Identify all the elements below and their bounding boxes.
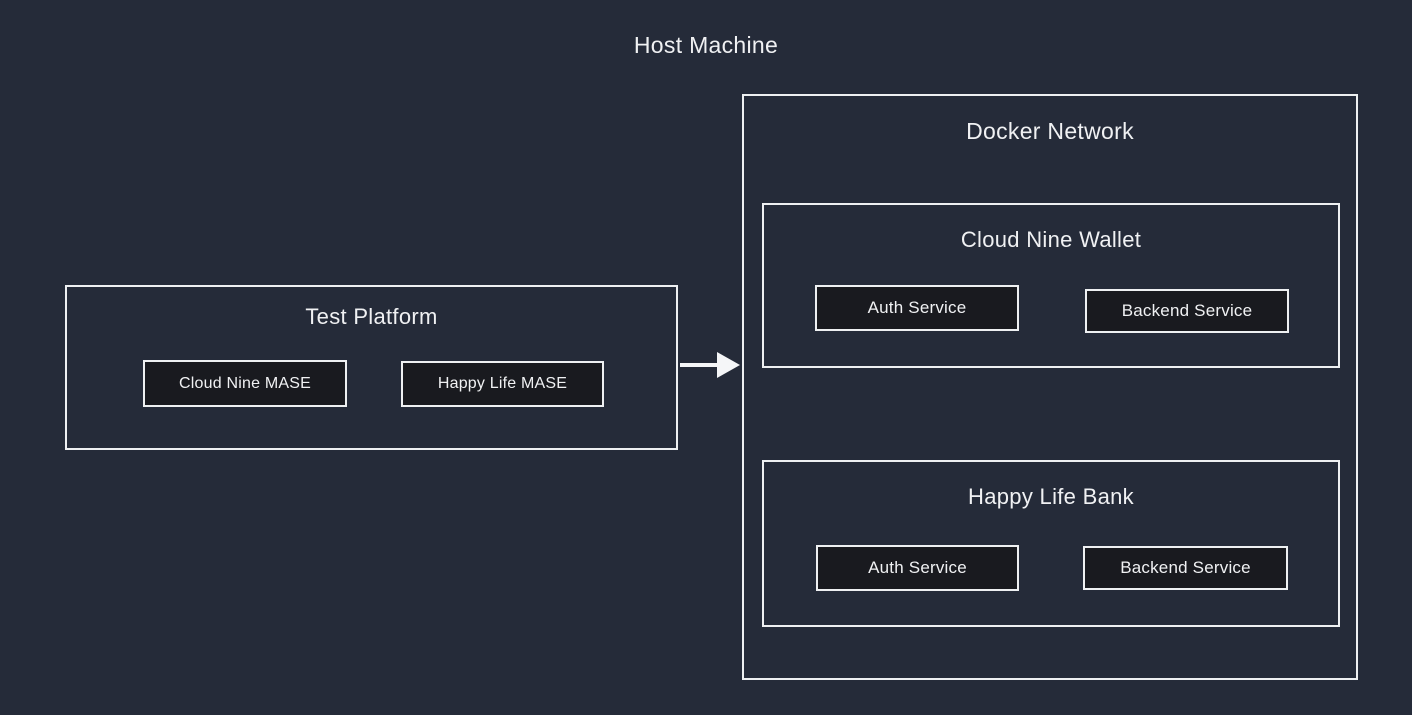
cloud-nine-mase-box: Cloud Nine MASE xyxy=(143,360,347,407)
happy-life-bank-title: Happy Life Bank xyxy=(968,484,1134,509)
test-platform-box: Test Platform Cloud Nine MASE Happy Life… xyxy=(65,285,678,450)
docker-network-title: Docker Network xyxy=(966,118,1134,144)
cloud-nine-wallet-box: Cloud Nine Wallet Auth Service Backend S… xyxy=(762,203,1340,368)
happy-life-mase-box: Happy Life MASE xyxy=(401,361,604,407)
happy-life-bank-box: Happy Life Bank Auth Service Backend Ser… xyxy=(762,460,1340,627)
cloud-nine-auth-service-box: Auth Service xyxy=(815,285,1019,331)
test-platform-title: Test Platform xyxy=(305,304,438,329)
connection-arrow xyxy=(680,352,740,378)
cloud-nine-wallet-title: Cloud Nine Wallet xyxy=(960,227,1142,252)
arrow-line xyxy=(680,363,720,367)
docker-network-box: Docker Network Cloud Nine Wallet Auth Se… xyxy=(742,94,1358,680)
happy-life-auth-service-box: Auth Service xyxy=(816,545,1019,591)
cloud-nine-backend-service-box: Backend Service xyxy=(1085,289,1289,333)
host-machine-title: Host Machine xyxy=(633,32,779,58)
happy-life-backend-service-box: Backend Service xyxy=(1083,546,1288,590)
arrow-head-icon xyxy=(717,352,740,378)
